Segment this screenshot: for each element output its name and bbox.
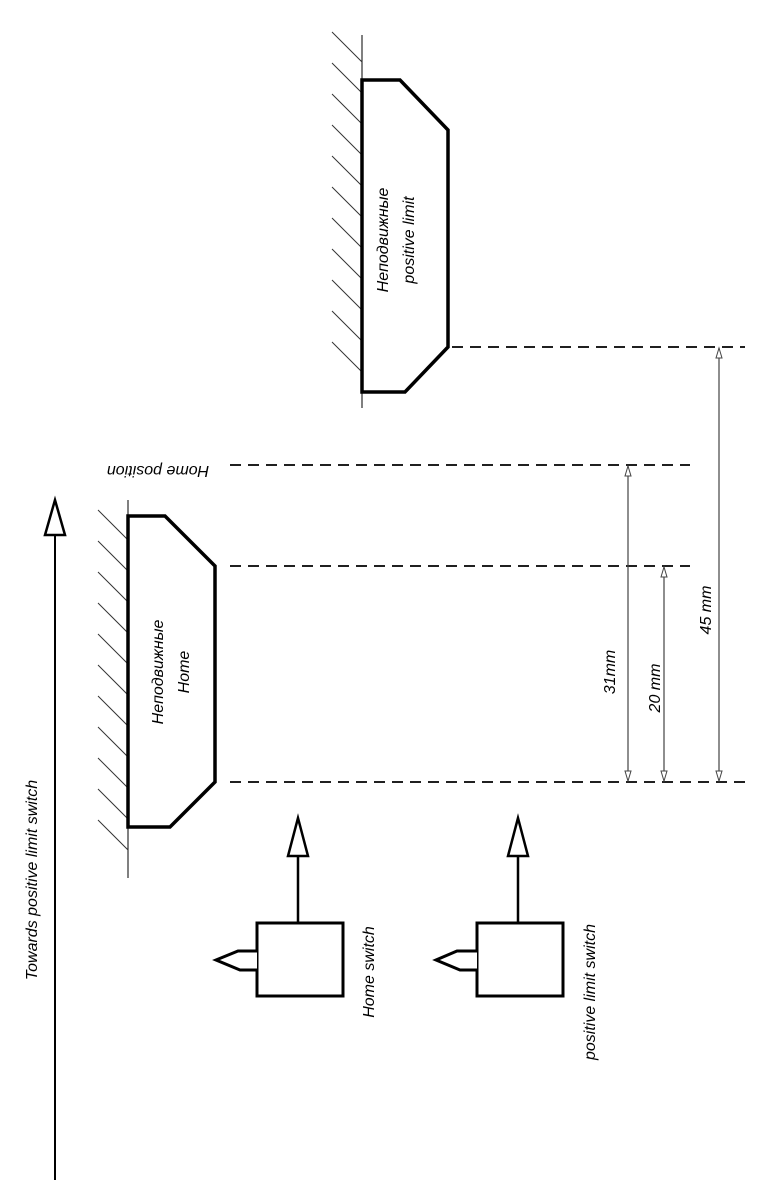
hatch-line [331, 155, 363, 187]
limit-switch-arrow-icon [506, 813, 530, 858]
dimension-arrow-icon [715, 770, 723, 783]
dimension-arrow-icon [660, 770, 668, 783]
limit-block-label-line1: Неподвижные [375, 188, 392, 293]
hatch-line [331, 279, 363, 311]
direction-arrow-head-icon [43, 495, 67, 537]
dimension-arrow-icon [660, 565, 668, 578]
hatch-line [97, 509, 129, 541]
direction-label: Towards positive limit switch [24, 780, 41, 980]
hatch-line [97, 695, 129, 727]
home-wall [97, 500, 129, 878]
limit-block-label-line2: positive limit [401, 196, 418, 285]
limit-switch-plunger-icon [432, 949, 477, 972]
home-switch-arrow-icon [286, 813, 310, 858]
hatch-line [97, 633, 129, 665]
hatch-line [331, 62, 363, 94]
hatch-line [97, 602, 129, 634]
dimension-20mm-label: 20 mm [647, 664, 664, 714]
dimension-arrow-icon [624, 770, 632, 783]
limit-block [360, 78, 450, 394]
dimension-arrow-icon [715, 346, 723, 359]
dimension-45mm: 45 mm [698, 346, 723, 783]
hatch-line [331, 186, 363, 218]
hatch-line [331, 341, 363, 373]
home-block-label-line1: Неподвижные [150, 620, 167, 725]
hatch-line [97, 571, 129, 603]
dimension-31mm-label: 31mm [602, 650, 619, 694]
positive-limit-switch [432, 813, 565, 998]
dimension-31mm: 31mm [602, 464, 632, 783]
hatch-line [331, 310, 363, 342]
home-switch-label: Home switch [361, 926, 378, 1018]
hatch-line [97, 757, 129, 789]
dimension-45mm-label: 45 mm [698, 586, 715, 635]
hatch-line [97, 540, 129, 572]
limit-switch-body [475, 921, 565, 998]
home-switch-plunger-icon [212, 949, 257, 972]
hatch-line [97, 788, 129, 820]
home-block [126, 514, 217, 829]
limit-wall [331, 31, 363, 408]
hatch-line [331, 31, 363, 63]
hatch-line [97, 664, 129, 696]
hatch-line [331, 93, 363, 125]
hatch-line [331, 248, 363, 280]
dimension-20mm: 20 mm [647, 565, 668, 783]
home-wall-hatching [97, 509, 129, 851]
home-switch-body [255, 921, 345, 998]
dimension-arrow-icon [624, 464, 632, 477]
direction-arrow [43, 495, 67, 1180]
home-position-label: Home position [107, 462, 209, 479]
limit-switch-label: positive limit switch [582, 924, 599, 1061]
hatch-line [331, 124, 363, 156]
limit-wall-hatching [331, 31, 363, 373]
home-block-label-line2: Home [176, 651, 193, 694]
hatch-line [97, 726, 129, 758]
hatch-line [97, 819, 129, 851]
hatch-line [331, 217, 363, 249]
home-switch [212, 813, 345, 998]
